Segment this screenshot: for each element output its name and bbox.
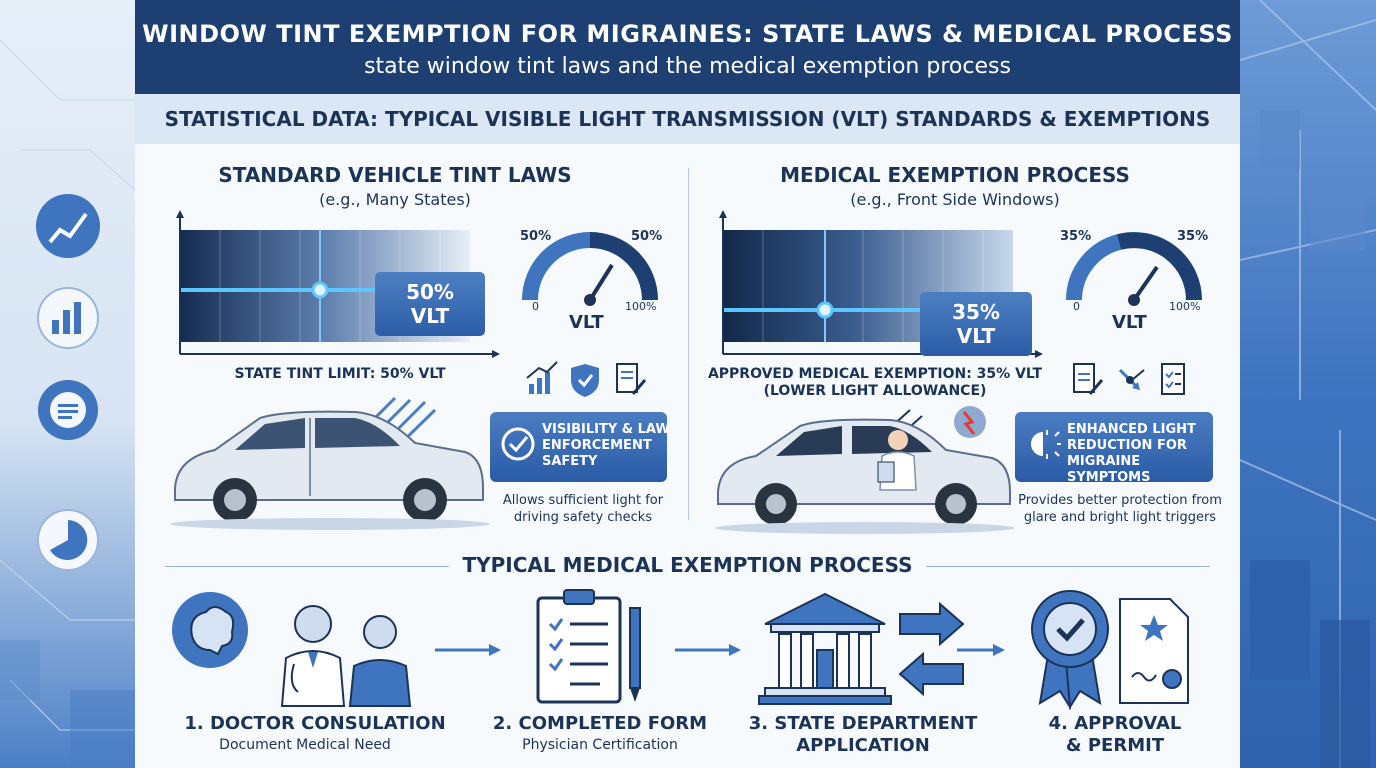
standard-gauge-min: 0 bbox=[532, 300, 539, 313]
clipboard-icon bbox=[536, 589, 622, 704]
medical-vlt-gauge bbox=[1066, 232, 1202, 306]
permit-certificate-icon bbox=[1119, 598, 1189, 704]
main-panel: WINDOW TINT EXEMPTION FOR MIGRAINES: STA… bbox=[135, 0, 1240, 768]
step-1-illustration bbox=[172, 592, 412, 707]
step-arrow-3 bbox=[957, 644, 1005, 656]
standard-vlt-label: 50% VLT bbox=[375, 272, 485, 336]
check-circle-icon bbox=[501, 427, 535, 461]
patient-icon bbox=[348, 615, 412, 707]
process-title-text: TYPICAL MEDICAL EXEMPTION PROCESS bbox=[448, 553, 927, 577]
standard-subtitle: (e.g., Many States) bbox=[319, 190, 471, 209]
pen-icon bbox=[629, 607, 641, 702]
medical-axis-caption-2: (LOWER LIGHT ALLOWANCE) bbox=[763, 383, 987, 399]
medical-gauge-needle bbox=[1132, 265, 1159, 302]
exchange-arrows-icon bbox=[898, 601, 965, 697]
step-2-subtitle: Physician Certification bbox=[522, 737, 678, 753]
doctor-figure bbox=[877, 430, 917, 491]
standard-title: STANDARD VEHICLE TINT LAWS bbox=[218, 163, 572, 187]
medical-note-1: Provides better protection from bbox=[1018, 493, 1222, 508]
document-pen-icon bbox=[616, 363, 647, 395]
page-title: WINDOW TINT EXEMPTION FOR MIGRAINES: STA… bbox=[142, 20, 1233, 48]
step-2-title: 2. COMPLETED FORM bbox=[492, 713, 708, 734]
stats-strip-text: STATISTICAL DATA: TYPICAL VISIBLE LIGHT … bbox=[164, 107, 1211, 131]
doctor-icon bbox=[280, 605, 346, 707]
step-3-title-line1: 3. STATE DEPARTMENT bbox=[748, 713, 978, 734]
step-3-illustration bbox=[758, 592, 965, 705]
stats-strip: STATISTICAL DATA: TYPICAL VISIBLE LIGHT … bbox=[135, 94, 1240, 144]
standard-vlt-point bbox=[311, 281, 329, 299]
process-arrows-icon bbox=[1118, 368, 1145, 390]
medical-note-2: glare and bright light triggers bbox=[1023, 510, 1217, 525]
header-banner: WINDOW TINT EXEMPTION FOR MIGRAINES: STA… bbox=[135, 0, 1240, 94]
column-divider bbox=[688, 168, 689, 520]
sun-filter-icon bbox=[1031, 430, 1061, 459]
left-decor-graphics bbox=[0, 39, 135, 768]
medical-subtitle: (e.g., Front Side Windows) bbox=[850, 190, 1060, 209]
medical-gauge-max: 100% bbox=[1169, 300, 1201, 313]
standard-axis-caption: STATE TINT LIMIT: 50% VLT bbox=[234, 366, 446, 382]
standard-note-1: Allows sufficient light for bbox=[502, 493, 664, 508]
step-3-title-line2: APPLICATION bbox=[796, 735, 930, 756]
right-decor-graphics bbox=[1240, 0, 1376, 768]
step-1-subtitle: Document Medical Need bbox=[219, 737, 391, 753]
standard-vlt-gauge bbox=[522, 232, 658, 306]
page-subtitle: state window tint laws and the medical e… bbox=[364, 54, 1011, 79]
standard-callout-text: VISIBILITY & LAW ENFORCEMENT SAFETY bbox=[542, 422, 670, 469]
shield-check-icon bbox=[571, 364, 599, 397]
medical-vlt-label: 35% VLT bbox=[920, 292, 1032, 356]
standard-callout: VISIBILITY & LAW ENFORCEMENT SAFETY bbox=[490, 412, 670, 482]
step-arrow-2 bbox=[675, 644, 741, 656]
standard-gauge-top-left: 50% bbox=[520, 229, 552, 244]
medical-gauge-top-right: 35% bbox=[1177, 229, 1209, 244]
medical-icon-row bbox=[1073, 363, 1185, 395]
medical-gauge-label: VLT bbox=[1112, 312, 1147, 333]
standard-car-illustration bbox=[170, 396, 490, 530]
approval-badge-icon bbox=[1031, 590, 1109, 710]
migraine-brain-icon bbox=[954, 406, 986, 438]
medical-axis-caption-1: APPROVED MEDICAL EXEMPTION: 35% VLT bbox=[707, 366, 1043, 382]
medical-callout: ENHANCED LIGHT REDUCTION FOR MIGRAINE SY… bbox=[1015, 412, 1213, 485]
standard-gauge-top-right: 50% bbox=[631, 229, 663, 244]
government-building-icon bbox=[758, 592, 892, 705]
step-4-illustration bbox=[1031, 590, 1189, 710]
standard-icon-row bbox=[526, 361, 647, 397]
trend-icon bbox=[36, 194, 100, 258]
medical-gauge-top-left: 35% bbox=[1060, 229, 1092, 244]
step-4-title-line2: & PERMIT bbox=[1065, 735, 1165, 756]
growth-chart-icon bbox=[526, 361, 558, 394]
step-1-title: 1. DOCTOR CONSULATION bbox=[184, 713, 446, 734]
medical-gauge-min: 0 bbox=[1073, 300, 1080, 313]
checklist-icon bbox=[1161, 363, 1185, 395]
medical-callout-text: ENHANCED LIGHT REDUCTION FOR MIGRAINE SY… bbox=[1067, 422, 1196, 485]
step-2-illustration bbox=[536, 589, 641, 704]
brain-icon bbox=[172, 592, 248, 668]
process-section-title: TYPICAL MEDICAL EXEMPTION PROCESS bbox=[135, 553, 1240, 577]
right-decor-panel bbox=[1240, 0, 1376, 768]
step-4-title-line1: 4. APPROVAL bbox=[1048, 713, 1182, 734]
standard-gauge-needle bbox=[588, 263, 614, 302]
form-icon bbox=[1073, 363, 1104, 395]
standard-gauge-max: 100% bbox=[625, 300, 657, 313]
medical-car-illustration bbox=[715, 406, 1015, 534]
standard-note-2: driving safety checks bbox=[513, 510, 653, 525]
standard-gauge-label: VLT bbox=[569, 312, 604, 333]
medical-title: MEDICAL EXEMPTION PROCESS bbox=[780, 163, 1130, 187]
step-arrow-1 bbox=[435, 644, 501, 656]
left-decor-panel bbox=[0, 0, 135, 768]
medical-vlt-point bbox=[816, 301, 834, 319]
